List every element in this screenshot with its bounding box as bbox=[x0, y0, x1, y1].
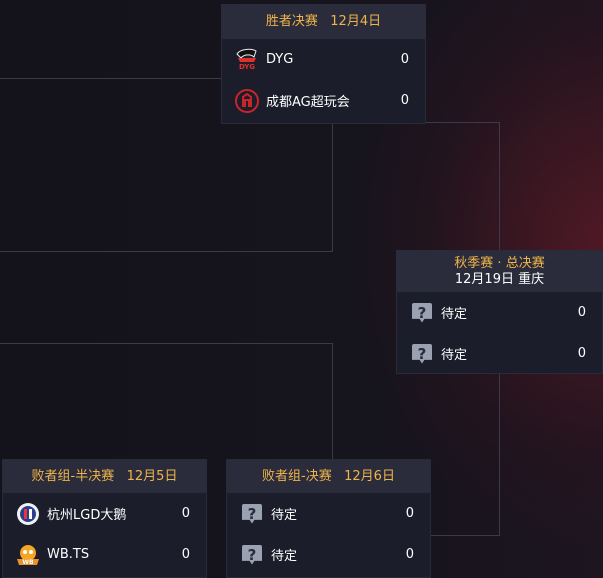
match-header: 秋季赛 · 总决赛 12月19日 重庆 bbox=[397, 251, 602, 292]
team-name: 待定 bbox=[441, 348, 468, 363]
team-row[interactable]: ? 待定 0 bbox=[397, 292, 602, 333]
team-row[interactable]: ? 待定 0 bbox=[227, 493, 430, 534]
match-header: 胜者决赛 12月4日 bbox=[222, 5, 425, 39]
team-score: 0 bbox=[405, 547, 414, 562]
svg-text:DYG: DYG bbox=[239, 63, 255, 71]
dyg-logo: DYG bbox=[234, 47, 260, 73]
team-row[interactable]: 杭州LGD大鹅 0 bbox=[3, 493, 206, 534]
connector-line bbox=[0, 343, 333, 344]
team-score: 0 bbox=[405, 506, 414, 521]
match-header: 败者组-决赛 12月6日 bbox=[227, 460, 430, 493]
grand-final-title: 秋季赛 · 总决赛 bbox=[454, 255, 545, 271]
connector-line bbox=[0, 251, 333, 252]
team-row[interactable]: ? 待定 0 bbox=[397, 333, 602, 374]
question-icon: ? bbox=[239, 501, 265, 527]
grand-final-card[interactable]: 秋季赛 · 总决赛 12月19日 重庆 ? 待定 0 ? 待定 0 bbox=[396, 250, 603, 374]
ag-logo bbox=[234, 88, 260, 114]
team-name: 成都AG超玩会 bbox=[266, 95, 350, 110]
question-icon: ? bbox=[409, 300, 435, 326]
connector-line bbox=[332, 122, 333, 252]
grand-final-date: 12月19日 重庆 bbox=[454, 271, 545, 287]
team-name: 待定 bbox=[271, 549, 298, 564]
connector-line bbox=[499, 122, 500, 250]
team-score: 0 bbox=[181, 547, 190, 562]
question-icon: ? bbox=[409, 341, 435, 367]
losers-final-card[interactable]: 败者组-决赛 12月6日 ? 待定 0 ? 待定 0 bbox=[226, 459, 431, 578]
connector-line bbox=[430, 535, 500, 536]
connector-line bbox=[0, 78, 221, 79]
team-row[interactable]: WB WB.TS 0 bbox=[3, 534, 206, 575]
svg-text:WB: WB bbox=[22, 559, 34, 566]
wbts-logo: WB bbox=[15, 542, 41, 568]
team-name: 待定 bbox=[271, 508, 298, 523]
losers-semi-card[interactable]: 败者组-半决赛 12月5日 杭州LGD大鹅 0 WB WB.TS 0 bbox=[2, 459, 207, 578]
connector-line bbox=[499, 374, 500, 536]
team-name: DYG bbox=[266, 52, 294, 67]
winners-final-card[interactable]: 胜者决赛 12月4日 DYG DYG 0 成都AG超玩会 0 bbox=[221, 4, 426, 124]
lgd-logo bbox=[15, 501, 41, 527]
team-score: 0 bbox=[400, 93, 409, 108]
team-name: 待定 bbox=[441, 307, 468, 322]
connector-line bbox=[332, 343, 333, 459]
team-score: 0 bbox=[577, 346, 586, 361]
team-row[interactable]: ? 待定 0 bbox=[227, 534, 430, 575]
team-score: 0 bbox=[400, 52, 409, 67]
team-row[interactable]: DYG DYG 0 bbox=[222, 39, 425, 80]
team-name: 杭州LGD大鹅 bbox=[47, 508, 127, 523]
team-row[interactable]: 成都AG超玩会 0 bbox=[222, 80, 425, 121]
question-icon: ? bbox=[239, 542, 265, 568]
team-name: WB.TS bbox=[47, 547, 90, 562]
team-score: 0 bbox=[181, 506, 190, 521]
match-header: 败者组-半决赛 12月5日 bbox=[3, 460, 206, 493]
team-score: 0 bbox=[577, 305, 586, 320]
connector-line bbox=[425, 122, 500, 123]
